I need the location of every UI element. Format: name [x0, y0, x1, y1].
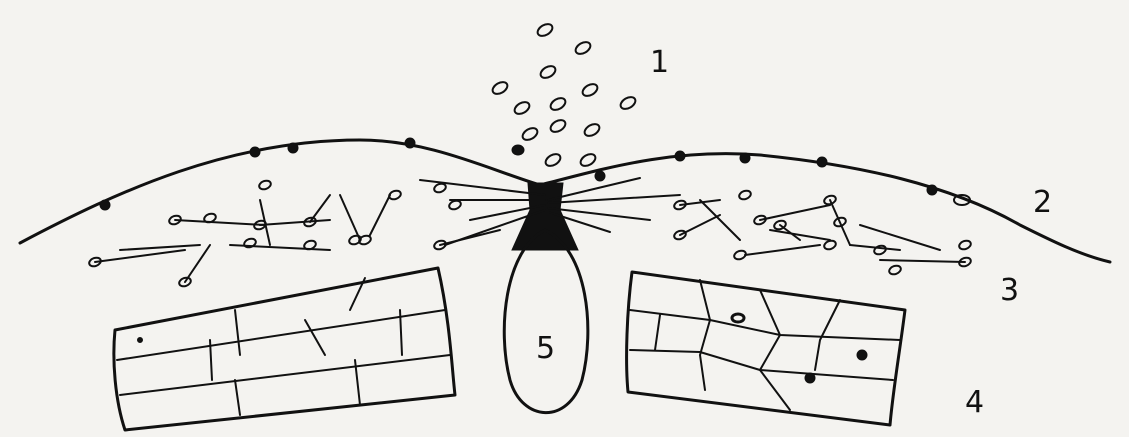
bead	[250, 147, 260, 157]
bead	[740, 153, 750, 163]
bead	[817, 157, 827, 167]
fragment-dark	[512, 145, 524, 155]
label-2: 2	[1033, 185, 1052, 220]
bead	[675, 151, 685, 161]
label-5: 5	[536, 331, 555, 366]
bead	[595, 171, 605, 181]
bead	[288, 143, 298, 153]
bead	[100, 200, 110, 210]
bead	[927, 185, 937, 195]
label-1: 1	[650, 45, 669, 80]
label-3: 3	[1000, 273, 1019, 308]
label-4: 4	[965, 385, 984, 420]
bead	[405, 138, 415, 148]
